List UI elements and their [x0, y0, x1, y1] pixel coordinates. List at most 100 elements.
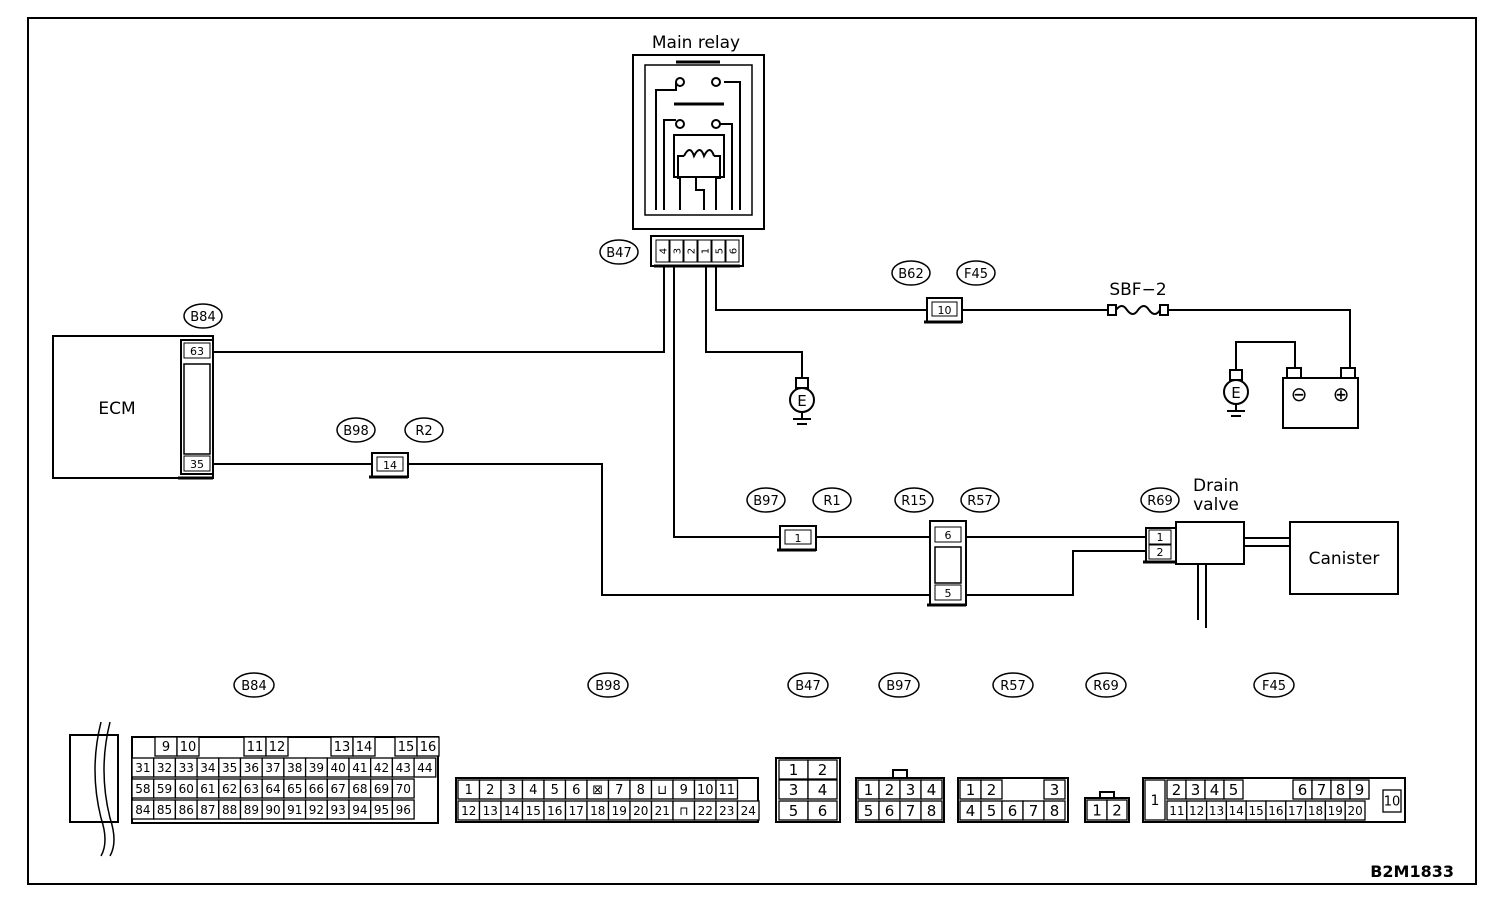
b47-face-cell [807, 759, 838, 780]
bubble-r69: R69 [1147, 494, 1173, 509]
canister-label: Canister [1309, 549, 1380, 569]
r57-face-pin: 1 [966, 781, 976, 799]
f45-face-pin: 4 [1210, 781, 1220, 799]
b47-face-pin: 6 [818, 802, 828, 820]
face-label-r57: R57 [1000, 679, 1026, 694]
connector-r69: R69 1 2 [1140, 487, 1180, 564]
r69-face-cell [1106, 799, 1128, 821]
b84-face-pin: 42 [374, 761, 389, 775]
b84-face-pin: 69 [374, 782, 389, 796]
b84-face-cell [391, 778, 415, 799]
b84-face-pin: 67 [331, 782, 346, 796]
connector-b47-relay: B47 4 3 2 1 5 6 [599, 235, 744, 268]
b98-face-pin: ⊠ [592, 783, 603, 798]
b84-face-pin: 15 [398, 740, 415, 755]
main-relay: Main relay [632, 33, 765, 230]
b84-face-pin: 94 [352, 803, 367, 817]
drain-valve: Drain valve [1175, 476, 1245, 565]
connector-r15-r57: R15 R57 6 5 [894, 487, 1000, 607]
b84-face-pin: 85 [157, 803, 172, 817]
b84-face-pin: 16 [420, 740, 437, 755]
b97-face-pin: 8 [927, 802, 937, 820]
b84-face-cell [416, 736, 440, 757]
b84-face-pin: 36 [244, 761, 259, 775]
b84-face-pin: 96 [396, 803, 411, 817]
b84-face-pin: 95 [374, 803, 389, 817]
f45-face-pin: 8 [1336, 781, 1346, 799]
b47-face-pin: 5 [789, 802, 799, 820]
f45-face-pin: 17 [1288, 804, 1303, 818]
f45-face-cell [1382, 789, 1402, 813]
bubble-r2: R2 [415, 424, 432, 439]
b84-face-pin: 58 [135, 782, 150, 796]
b84-face-pin: 90 [265, 803, 280, 817]
f45-face-pin: 12 [1189, 804, 1204, 818]
battery-plus: ⊕ [1333, 382, 1350, 406]
r57-face-pin: 5 [987, 802, 997, 820]
connector-b62-f45: B62 F45 10 [891, 260, 996, 324]
b84-face-pin: 84 [135, 803, 150, 817]
bubble-r57: R57 [967, 494, 993, 509]
bubble-r15: R15 [901, 494, 927, 509]
b47-face-pin: 1 [789, 761, 799, 779]
f45-face-pin: 11 [1169, 804, 1184, 818]
b47-face-pin: 2 [818, 761, 828, 779]
f45-face-pin: 20 [1347, 804, 1362, 818]
f45-face-pin: 5 [1229, 781, 1239, 799]
b97-face-pin: 1 [864, 781, 874, 799]
bubble-b62: B62 [898, 267, 923, 282]
canister: Canister [1289, 521, 1399, 595]
r57-face-pin: 4 [966, 802, 976, 820]
r57-face-cell [980, 779, 1003, 800]
b47-face-cell [807, 800, 838, 821]
b84-face-pin: 63 [244, 782, 259, 796]
b98-face-pin: 23 [719, 804, 734, 818]
f45-face-cell [1223, 779, 1244, 800]
b98-face-pin: 2 [486, 783, 494, 798]
face-label-f45: F45 [1262, 679, 1286, 694]
b84-face-pin: 10 [180, 740, 197, 755]
b84-face-pin: 86 [179, 803, 194, 817]
b47-pin-c: 2 [687, 248, 698, 254]
b84-face-pin: 37 [265, 761, 280, 775]
battery: ⊖ ⊕ [1282, 367, 1359, 429]
b98-face-pin: 20 [633, 804, 648, 818]
bubble-b97: B97 [753, 494, 778, 509]
f45-face-pin: 9 [1355, 781, 1365, 799]
b84-face-cell [265, 736, 289, 757]
b98-face-pin: 17 [569, 804, 584, 818]
b97-face-cell [920, 800, 943, 821]
b84-pin-63: 63 [190, 345, 204, 358]
bubble-f45: F45 [964, 267, 988, 282]
face-label-b84: B84 [241, 679, 266, 694]
connector-b97-r1: B97 R1 1 [746, 487, 852, 552]
face-label-b97: B97 [886, 679, 911, 694]
b97-face-pin: 3 [906, 781, 916, 799]
face-label-r69: R69 [1093, 679, 1119, 694]
r57-pin-6: 6 [945, 529, 952, 542]
b84-face-pin: 32 [157, 761, 172, 775]
r57-face-pin: 3 [1050, 781, 1060, 799]
f45-face-pin: 13 [1209, 804, 1224, 818]
b98-face-cell [736, 800, 760, 821]
b84-face-pin: 93 [331, 803, 346, 817]
r57-pin-5: 5 [945, 587, 952, 600]
b84-face-pin: 91 [287, 803, 302, 817]
fuse-sbf2: SBF−2 [1107, 280, 1169, 316]
connector-face-outlines [69, 721, 1406, 857]
b98-face-pin: 1 [465, 783, 473, 798]
b98-face-pin: ⊓ [679, 804, 688, 818]
f45-face-pin: 19 [1328, 804, 1343, 818]
connector-face-labels: B84 B98 B47 B97 R57 R69 F45 [233, 672, 1295, 698]
r57-face-pin: 6 [1008, 802, 1018, 820]
b98-face-pin: 21 [655, 804, 670, 818]
b98-face-pin: 18 [590, 804, 605, 818]
b84-face-pin: 65 [287, 782, 302, 796]
b84-face-pin: 35 [222, 761, 237, 775]
r69-face-pin: 2 [1112, 801, 1122, 819]
b98-face-pin: 13 [483, 804, 498, 818]
b98-face-pin: 15 [526, 804, 541, 818]
b84-face-cell [176, 736, 200, 757]
face-label-b98: B98 [595, 679, 620, 694]
